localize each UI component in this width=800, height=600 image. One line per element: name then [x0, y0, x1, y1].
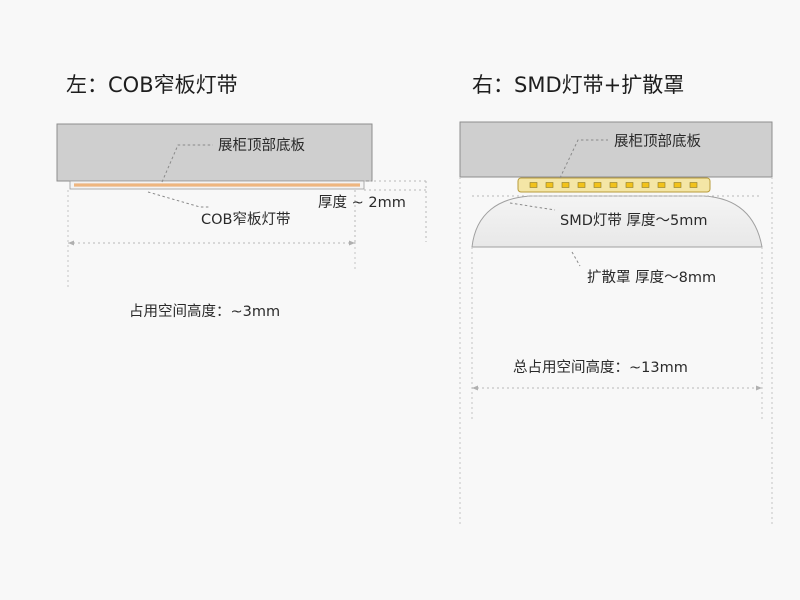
smd-led — [673, 182, 682, 188]
cob-strip-leader — [147, 191, 210, 208]
smd-led — [657, 182, 666, 188]
smd-led — [689, 182, 698, 188]
smd-led — [625, 182, 634, 188]
smd-led — [561, 182, 570, 188]
smd-strip-label: SMD灯带 厚度～5mm — [560, 212, 707, 229]
right-panel: 右：SMD灯带+扩散罩 展柜顶部底板 SMD灯带 厚度～5mm — [459, 73, 773, 525]
smd-led — [529, 182, 538, 188]
left-cabinet-label: 展柜顶部底板 — [218, 136, 305, 154]
smd-led-row — [529, 182, 698, 188]
right-space-label: 总占用空间高度：~13mm — [513, 359, 688, 376]
smd-led — [545, 182, 554, 188]
right-span-arrow-right — [756, 385, 762, 391]
left-cabinet-leader — [161, 144, 213, 183]
right-title: 右：SMD灯带+扩散罩 — [472, 73, 684, 97]
left-cabinet-board — [56, 123, 373, 182]
right-cabinet-leader — [559, 139, 608, 179]
right-cabinet-board — [459, 121, 773, 178]
left-panel: 左：COB窄板灯带 展柜顶部底板 COB窄板灯带 厚度 ~ 2mm 占用空间高度… — [56, 73, 428, 320]
diffuser-label: 扩散罩 厚度～8mm — [587, 269, 716, 286]
left-thickness-label: 厚度 ~ 2mm — [318, 194, 406, 211]
smd-led — [641, 182, 650, 188]
left-title: 左：COB窄板灯带 — [66, 73, 238, 97]
left-span-arrow-right — [349, 240, 355, 246]
left-space-label: 占用空间高度：~3mm — [129, 303, 280, 320]
diffuser-leader — [571, 251, 581, 267]
smd-led — [593, 182, 602, 188]
smd-led — [577, 182, 586, 188]
right-span-arrow-left — [472, 385, 478, 391]
right-cabinet-label: 展柜顶部底板 — [614, 132, 701, 150]
smd-led — [609, 182, 618, 188]
cob-strip-label: COB窄板灯带 — [201, 210, 291, 228]
left-span-arrow-left — [68, 240, 74, 246]
